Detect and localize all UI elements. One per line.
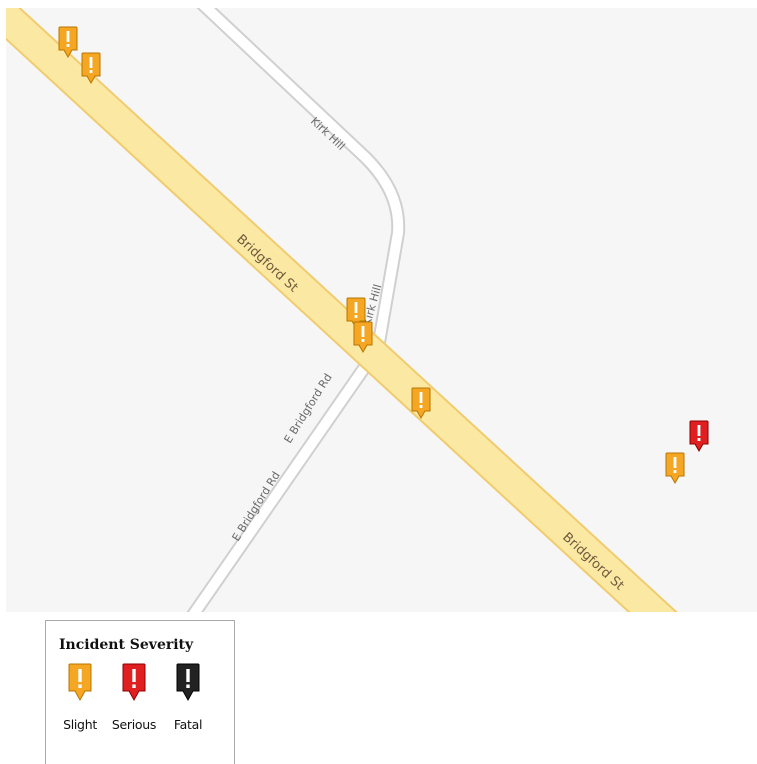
- incident-marker-slight[interactable]: [81, 52, 101, 86]
- legend-title: Incident Severity: [59, 637, 194, 653]
- severity-legend: Incident Severity Slight Serious Fatal: [45, 620, 235, 764]
- warning-icon: [81, 52, 101, 85]
- legend-item-serious: Serious: [104, 663, 164, 732]
- legend-label-serious: Serious: [111, 717, 157, 732]
- incident-marker-serious[interactable]: [689, 420, 709, 454]
- warning-icon: [411, 387, 431, 420]
- warning-icon: [665, 452, 685, 485]
- legend-label-fatal: Fatal: [173, 717, 203, 732]
- legend-item-slight: Slight: [50, 663, 110, 732]
- warning-icon: [353, 321, 373, 354]
- incident-marker-slight[interactable]: [353, 321, 373, 355]
- road-label-e-bridgford-rd-2: E Bridgford Rd: [282, 371, 335, 445]
- legend-label-slight: Slight: [63, 717, 97, 732]
- incident-marker-slight[interactable]: [665, 452, 685, 486]
- legend-item-fatal: Fatal: [158, 663, 218, 732]
- warning-icon: [58, 26, 78, 59]
- map-canvas[interactable]: Bridgford St Bridgford St Kirk Hill Kirk…: [6, 8, 757, 612]
- serious-marker-icon: [122, 663, 146, 702]
- warning-icon: [689, 420, 709, 453]
- incident-marker-slight[interactable]: [58, 26, 78, 60]
- slight-marker-icon: [68, 663, 92, 702]
- incident-marker-slight[interactable]: [411, 387, 431, 421]
- fatal-marker-icon: [176, 663, 200, 702]
- road-layer: Bridgford St Bridgford St Kirk Hill Kirk…: [6, 8, 678, 612]
